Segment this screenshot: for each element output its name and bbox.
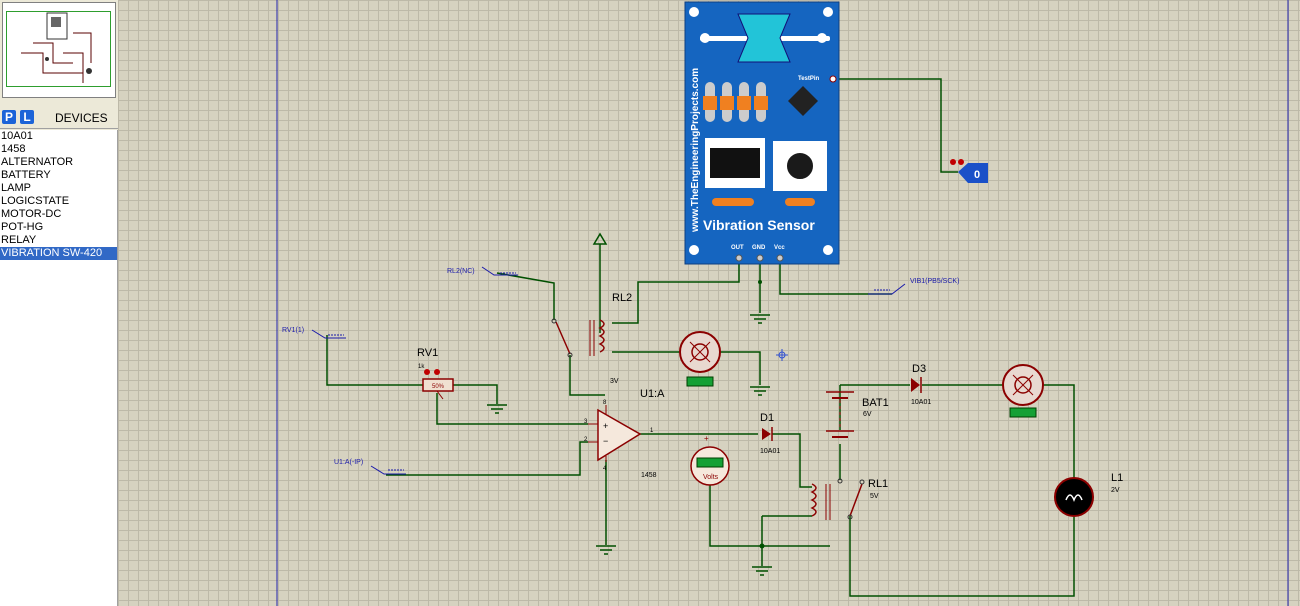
device-list-item[interactable]: VIBRATION SW-420 — [0, 247, 117, 260]
lamp-l1[interactable]: L1 2V — [1054, 472, 1123, 517]
overview-frame[interactable] — [6, 11, 111, 87]
device-list-item[interactable]: MOTOR-DC — [1, 208, 62, 220]
u1-pin4: 4 — [603, 466, 607, 472]
pin-out-label: OUT — [731, 245, 744, 251]
u1-v: 3V — [610, 378, 619, 385]
l1-v: 2V — [1111, 487, 1120, 494]
d1-part: 10A01 — [760, 448, 780, 455]
mount-hole-icon — [689, 7, 699, 17]
device-list-item[interactable]: BATTERY — [1, 169, 51, 181]
relay-rl2[interactable]: RL2 — [551, 292, 632, 358]
overview-thumbnail — [21, 12, 92, 83]
u1a-label: U1:A — [640, 388, 665, 400]
device-list-item[interactable]: LOGICSTATE — [1, 195, 70, 207]
u1-part: 1458 — [641, 472, 657, 479]
library-button[interactable]: L — [20, 110, 34, 124]
devices-header: P L DEVICES — [0, 108, 118, 129]
vibration-switch-icon — [737, 13, 791, 63]
device-list-item[interactable]: ALTERNATOR — [1, 156, 74, 168]
volts-label: Volts — [703, 474, 719, 481]
svg-text:+: + — [603, 421, 608, 431]
u1-pin2: 2 — [584, 437, 588, 443]
device-list-item[interactable]: RELAY — [1, 234, 37, 246]
terminal-rv1-label: RV1(1) — [282, 327, 304, 334]
schematic-canvas[interactable]: RL2(NC) RV1(1) U1:A(-IP) VIB1(PB5/SCK) — [118, 0, 1300, 606]
bat1-label: BAT1 — [862, 397, 889, 409]
battery-bat1[interactable]: BAT1 6V — [826, 391, 889, 438]
pin-vcc-label: Vcc — [774, 245, 785, 251]
rv1-value: 1k — [418, 364, 425, 370]
sensor-title: Vibration Sensor — [703, 217, 815, 233]
opamp-u1a[interactable]: + − 3 2 1 8 4 U1:A 1458 3V — [584, 378, 665, 479]
d3-label: D3 — [912, 363, 926, 375]
l1-label: L1 — [1111, 472, 1123, 484]
diode-d1[interactable]: D1 10A01 — [760, 412, 780, 455]
schematic-drawing: RL2(NC) RV1(1) U1:A(-IP) VIB1(PB5/SCK) — [276, 0, 1289, 606]
logic-probe[interactable]: 0 — [950, 159, 988, 183]
u1-pin1: 1 — [650, 428, 654, 434]
mount-hole-icon — [823, 7, 833, 17]
pick-devices-button[interactable]: P — [2, 110, 16, 124]
mount-hole-icon — [689, 245, 699, 255]
logic-value: 0 — [974, 169, 980, 181]
device-list-item[interactable]: 1458 — [1, 143, 26, 155]
diode-d3[interactable]: D3 10A01 — [911, 363, 931, 406]
pin-gnd-label: GND — [752, 245, 766, 251]
smd-led-icon — [788, 86, 818, 116]
voltmeter[interactable]: Volts + — [690, 434, 730, 486]
device-list-item[interactable]: 10A01 — [1, 130, 33, 142]
testpin-label: TestPin — [798, 76, 820, 82]
overview-window[interactable] — [2, 2, 116, 98]
device-list-item[interactable]: LAMP — [1, 182, 31, 194]
svg-text:+: + — [704, 434, 709, 443]
power-arrow — [592, 232, 608, 245]
motor-icon — [1002, 364, 1044, 418]
terminal-rl2nc: RL2(NC) — [447, 266, 518, 276]
potentiometer-icon — [785, 151, 815, 181]
rv1-pct: 50% — [432, 384, 445, 390]
vibration-sensor-module[interactable]: TestPin www.TheEngineeringProjects.com V… — [684, 1, 840, 265]
bat1-v: 6V — [863, 411, 872, 418]
terminal-u1aip-label: U1:A(-IP) — [334, 459, 363, 466]
terminal-vib1-label: VIB1(PB5/SCK) — [910, 278, 959, 285]
ground-symbols — [487, 314, 772, 576]
relay-rl1[interactable]: RL1 5V — [810, 478, 888, 520]
junction-dots — [758, 280, 765, 549]
resistors-icon — [703, 82, 768, 122]
terminal-rl2nc-label: RL2(NC) — [447, 268, 475, 275]
testpin-icon — [829, 75, 837, 83]
d1-label: D1 — [760, 412, 774, 424]
terminal-rv1: RV1(1) — [282, 327, 346, 339]
wires — [326, 78, 1075, 597]
mount-hole-icon — [823, 245, 833, 255]
u1-pin3: 3 — [584, 419, 588, 425]
svg-text:−: − — [603, 436, 608, 446]
device-list-item[interactable]: POT-HG — [1, 221, 44, 233]
motor-icon — [679, 331, 721, 387]
rl2-label: RL2 — [612, 292, 632, 304]
u1-pin8: 8 — [603, 400, 607, 406]
devices-title: DEVICES — [55, 111, 108, 125]
potentiometer-rv1[interactable]: RV1 1k 50% — [417, 347, 454, 400]
terminal-vib1: VIB1(PB5/SCK) — [868, 278, 959, 295]
rl1-v: 5V — [870, 493, 879, 500]
terminal-u1aip: U1:A(-IP) — [334, 459, 406, 475]
rv1-label: RV1 — [417, 347, 438, 359]
ic-chip-icon — [710, 148, 760, 178]
sensor-website-text: www.TheEngineeringProjects.com — [690, 68, 701, 233]
crosshair-icon — [776, 349, 788, 361]
d3-part: 10A01 — [911, 399, 931, 406]
rl1-label: RL1 — [868, 478, 888, 490]
